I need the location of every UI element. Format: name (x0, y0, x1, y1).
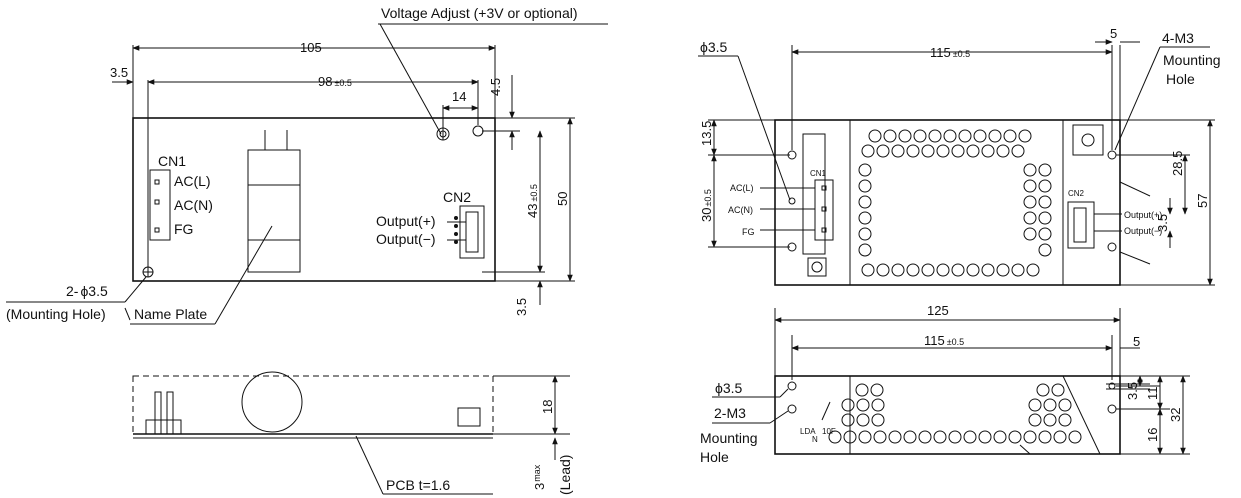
dim-3-5-left: 3.5 (110, 65, 128, 80)
m3-label-side: 2-M3 (714, 405, 746, 421)
cn2-connector-left (459, 205, 485, 259)
mounting-hole-side-1 (787, 381, 797, 391)
dim-5-top: 5 (1110, 26, 1117, 41)
cn1-acn-left: AC(N) (174, 197, 213, 213)
cn2-out-minus-right: Output(−) (1124, 226, 1162, 236)
cn1-fg-left: FG (174, 221, 193, 237)
mounting-hole-r4 (1107, 242, 1117, 252)
hole-label-top: Hole (1166, 71, 1195, 87)
dim-57: 57 (1195, 194, 1210, 208)
cn2-out-plus-right: Output(+) (1124, 210, 1162, 220)
dim-50: 50 (555, 192, 570, 206)
right-side-view: LDA N 10F 125 115±0.5 5 ϕ3.5 2-M3 Mounti… (700, 303, 1190, 465)
transformer-top (247, 149, 301, 273)
n-mark: N (812, 435, 818, 444)
lead-label: (Lead) (557, 455, 573, 495)
dim-115-top: 115±0.5 (930, 45, 970, 60)
cn2-label-right: CN2 (1068, 189, 1085, 198)
dim-3-5-side: 3.5 (1125, 382, 1140, 400)
voltage-adjust-label: Voltage Adjust (+3V or optional) (381, 5, 578, 21)
dim-115-side: 115±0.5 (924, 333, 964, 348)
mounting-hole-r3 (1107, 150, 1117, 160)
side-outline (132, 375, 494, 435)
dim-43: 43±0.5 (525, 184, 540, 218)
cn2-label-left: CN2 (443, 189, 471, 205)
dim-14: 14 (452, 89, 466, 104)
dim-5-side: 5 (1133, 334, 1140, 349)
cn2-out-minus-left: Output(−) (376, 231, 436, 247)
dim-3-max: 3max (532, 464, 547, 490)
vent-holes-top (858, 129, 1052, 277)
lof-mark: 10F (822, 427, 836, 436)
dim-30: 30±0.5 (699, 189, 714, 222)
dim-125: 125 (927, 303, 949, 318)
hole-label-side: Hole (700, 449, 729, 465)
cn1-acl-right: AC(L) (730, 183, 754, 193)
dim-18: 18 (540, 400, 555, 414)
phi-3-5-top: ϕ3.5 (700, 39, 728, 55)
dim-98: 98±0.5 (318, 74, 352, 89)
cn1-connector-right (814, 179, 834, 241)
m3-label-top: 4-M3 (1162, 30, 1194, 46)
dim-3-5-right: 3.5 (1155, 214, 1170, 232)
cn1-label-left: CN1 (158, 153, 186, 169)
lda-mark: LDA (800, 427, 816, 436)
transformer-side (241, 371, 303, 433)
case-outline-side (774, 375, 1121, 455)
dim-16: 16 (1145, 428, 1160, 442)
cn1-connector-left (149, 169, 171, 241)
cn1-acl-left: AC(L) (174, 173, 211, 189)
left-side-view: 18 3max (Lead) PCB t=1.6 (132, 371, 573, 495)
dim-105: 105 (300, 40, 322, 55)
mounting-hole-side-2 (787, 404, 797, 414)
phi-3-5-side: ϕ3.5 (715, 380, 743, 396)
mounting-hole-label: (Mounting Hole) (6, 306, 106, 322)
right-top-view: CN1 AC(L) AC(N) FG CN2 Output(+) Output(… (698, 26, 1221, 286)
dim-3-5-bottom: 3.5 (514, 298, 529, 316)
dim-11: 11 (1145, 387, 1160, 401)
cn2-out-plus-left: Output(+) (376, 213, 436, 229)
mounting-hole-tr (472, 125, 484, 137)
pcb-outline-top (132, 117, 496, 282)
mounting-hole-spec: 2-ϕ3.5 (66, 283, 108, 299)
cn2-connector-right (1067, 201, 1095, 249)
mounting-label-top: Mounting (1163, 52, 1221, 68)
vent-holes-side (828, 383, 1082, 444)
dim-28-5: 28.5 (1170, 151, 1185, 176)
dim-4-5: 4.5 (488, 78, 503, 96)
mounting-label-side: Mounting (700, 430, 758, 446)
dim-13-5: 13.5 (699, 121, 714, 146)
cn1-label-right: CN1 (810, 169, 827, 178)
dim-32: 32 (1168, 408, 1183, 422)
cn1-fg-right: FG (742, 227, 755, 237)
pcb-thickness-label: PCB t=1.6 (386, 477, 450, 493)
left-top-view: 105 3.5 98±0.5 14 4.5 Voltage Adjust (+3… (6, 5, 608, 325)
name-plate-label: Name Plate (134, 306, 207, 322)
cn1-acn-right: AC(N) (728, 205, 753, 215)
